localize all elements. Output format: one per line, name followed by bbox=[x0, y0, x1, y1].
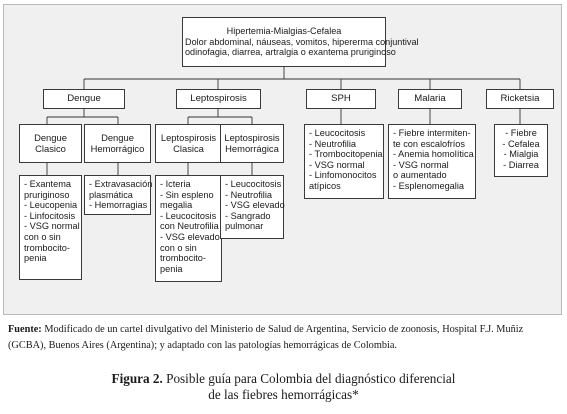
finding-item: con o sin bbox=[24, 231, 61, 242]
category-ricketsia: Ricketsia bbox=[486, 89, 554, 109]
source-text: Modificado de un cartel divulgativo del … bbox=[8, 324, 524, 351]
subtype-label: Leptospirosis bbox=[224, 131, 280, 143]
finding-item: - Diarrea bbox=[503, 159, 539, 170]
findings-malaria: - Fiebre intermiten- te con escalofríos … bbox=[388, 124, 476, 199]
finding-item: - VSG normal bbox=[393, 159, 449, 170]
finding-item: - Esplenomegalia bbox=[393, 180, 464, 191]
finding-item: - Linfomonocitos bbox=[309, 170, 377, 181]
findings-dengue-clasico: - Exantema pruriginoso - Leucopenia - Li… bbox=[19, 175, 82, 280]
finding-item: - Leucopenia bbox=[24, 200, 78, 211]
finding-item: - VSG elevado bbox=[225, 200, 285, 211]
root-line-3: odinofagia, diarrea, artralgia o exantem… bbox=[185, 47, 396, 58]
finding-item: - Leucocitosis bbox=[225, 179, 282, 189]
finding-item: pruriginoso bbox=[24, 189, 70, 200]
finding-item: - Leucocitosis bbox=[160, 210, 217, 221]
subtype-label: Leptospirosis bbox=[160, 131, 217, 143]
caption-line-2: de las fiebres hemorrágicas* bbox=[208, 386, 359, 402]
subtype-label: Clasica bbox=[173, 142, 204, 154]
finding-item: - Icteria bbox=[160, 179, 191, 189]
finding-item: te con escalofríos bbox=[393, 138, 466, 149]
subtype-label: Clasico bbox=[35, 142, 66, 154]
finding-item: con o sin bbox=[160, 242, 197, 253]
finding-item: - VSG normal bbox=[24, 221, 80, 232]
subtype-lepto-clasica: Leptospirosis Clasica bbox=[155, 124, 222, 163]
subtype-label: Dengue bbox=[101, 131, 134, 143]
finding-item: penia bbox=[24, 253, 47, 264]
finding-item: - Neutrofilia bbox=[309, 138, 356, 149]
subtype-dengue-clasico: Dengue Clasico bbox=[19, 124, 82, 163]
finding-item: penia bbox=[160, 263, 183, 274]
category-sph: SPH bbox=[306, 89, 376, 109]
root-line-2: Dolor abdominal, náuseas, vomitos, hiper… bbox=[185, 36, 419, 47]
finding-item: - Fiebre intermiten- bbox=[393, 128, 471, 138]
category-leptospirosis: Leptospirosis bbox=[176, 89, 261, 109]
category-malaria: Malaria bbox=[398, 89, 462, 109]
finding-item: trombocito- bbox=[24, 242, 70, 253]
root-symptoms-box: Hipertemia-Mialgias-Cefalea Dolor abdomi… bbox=[182, 17, 419, 67]
category-dengue: Dengue bbox=[43, 89, 125, 109]
source-label: Fuente: bbox=[8, 324, 42, 335]
finding-item: - Mialgia bbox=[503, 149, 539, 160]
findings-ricketsia: - Fiebre - Cefalea - Mialgia - Diarrea bbox=[494, 124, 548, 177]
finding-item: - VSG normal bbox=[309, 159, 365, 170]
subtype-dengue-hemorragico: Dengue Hemorrágico bbox=[84, 124, 151, 163]
subtype-label: Hemorrágica bbox=[225, 142, 279, 154]
subtype-lepto-hemorragica: Leptospirosis Hemorrágica bbox=[220, 124, 284, 163]
caption-line-1: Posible guía para Colombia del diagnósti… bbox=[162, 371, 456, 386]
finding-item: plasmática bbox=[89, 189, 133, 200]
finding-item: - Sangrado bbox=[225, 210, 271, 221]
finding-item: - Anemia homolítica bbox=[393, 149, 474, 160]
caption-label: Figura 2. bbox=[111, 371, 163, 386]
finding-item: trombocito- bbox=[160, 253, 206, 264]
finding-item: - Neutrofilia bbox=[225, 189, 272, 200]
finding-item: - Leucocitosis bbox=[309, 128, 366, 138]
source-note: Fuente: Modificado de un cartel divulgat… bbox=[8, 322, 560, 354]
finding-item: con Neutrofilia bbox=[160, 221, 219, 232]
finding-item: - VSG elevado bbox=[160, 231, 220, 242]
finding-item: - Fiebre bbox=[505, 128, 537, 138]
finding-item: atípicos bbox=[309, 180, 341, 191]
finding-item: pulmonar bbox=[225, 221, 264, 232]
findings-lepto-hemorragica: - Leucocitosis - Neutrofilia - VSG eleva… bbox=[220, 175, 285, 239]
findings-dengue-hemorragico: - Extravasación plasmática - Hemorragias bbox=[84, 175, 153, 215]
finding-item: - Cefalea bbox=[502, 138, 540, 149]
findings-sph: - Leucocitosis - Neutrofilia - Trombocit… bbox=[304, 124, 384, 199]
finding-item: - Extravasación bbox=[89, 179, 153, 189]
finding-item: - Exantema bbox=[24, 179, 71, 189]
figure-caption: Figura 2. Posible guía para Colombia del… bbox=[0, 371, 567, 402]
subtype-label: Hemorrágico bbox=[90, 142, 145, 154]
finding-item: megalia bbox=[160, 200, 193, 211]
finding-item: - Sin espleno bbox=[160, 189, 214, 200]
finding-item: - Linfocitosis bbox=[24, 210, 76, 221]
finding-item: - Hemorragias bbox=[89, 200, 148, 211]
finding-item: o aumentado bbox=[393, 170, 447, 181]
findings-lepto-clasica: - Icteria - Sin espleno megalia - Leucoc… bbox=[155, 175, 222, 282]
root-line-1: Hipertemia-Mialgias-Cefalea bbox=[226, 25, 342, 36]
subtype-label: Dengue bbox=[34, 131, 67, 143]
finding-item: - Trombocitopenia bbox=[309, 149, 383, 160]
